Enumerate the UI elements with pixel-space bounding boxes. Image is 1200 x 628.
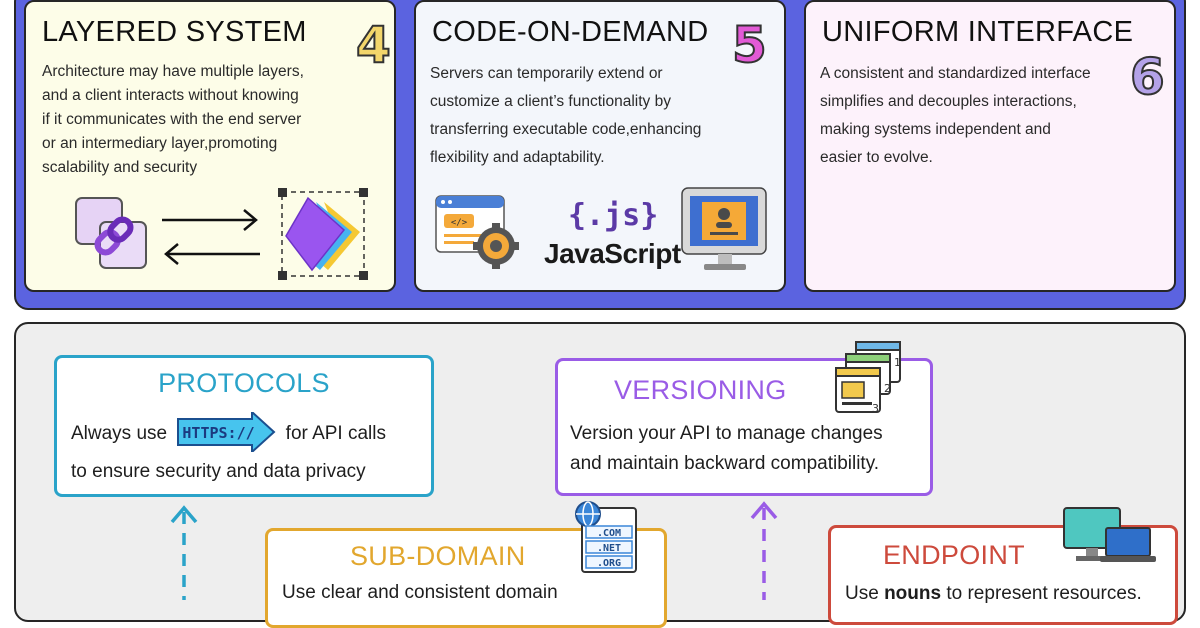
protocols-text: Always use HTTPS:// for API calls to ens… <box>71 412 386 489</box>
subdomain-title: SUB-DOMAIN <box>350 541 526 571</box>
tld-net: .NET <box>597 543 621 554</box>
chain-link-icon <box>75 197 147 269</box>
computer-devices-icon <box>1063 507 1156 562</box>
dashed-arrow-versioning <box>750 501 778 600</box>
card-title: UNIFORM INTERFACE <box>822 16 1134 48</box>
card-layered-system: LAYERED SYSTEM 4 Architecture may have m… <box>24 0 396 292</box>
protocols-title: PROTOCOLS <box>158 368 330 398</box>
card-uniform-interface: UNIFORM INTERFACE 6 A consistent and sta… <box>804 0 1176 292</box>
page-number-2: 2 <box>884 382 891 395</box>
protocols-box: PROTOCOLS Always use HTTPS:// for API ca… <box>54 355 434 497</box>
card-code-on-demand: CODE-ON-DEMAND 5 Servers can temporarily… <box>414 0 786 292</box>
https-arrow-icon: HTTPS:// <box>176 412 276 454</box>
card-description: Architecture may have multiple layers, a… <box>42 63 304 176</box>
numeral-5: 5 <box>731 15 768 75</box>
numeral-4: 4 <box>355 15 392 75</box>
dashed-arrow-protocols <box>170 505 198 600</box>
domain-tld-icon: .COM .NET .ORG <box>575 501 637 573</box>
card-description: Servers can temporarily extend or custom… <box>430 65 702 166</box>
numeral-6: 6 <box>1129 47 1166 107</box>
js-badge: {.js} <box>568 198 659 233</box>
stacked-pages-icon: 1 2 3 <box>835 341 901 415</box>
tld-org: .ORG <box>597 558 621 569</box>
layers-icon <box>278 188 368 280</box>
versioning-title: VERSIONING <box>614 375 787 405</box>
bidirectional-arrows-icon <box>162 209 260 265</box>
endpoint-title: ENDPOINT <box>883 540 1025 570</box>
svg-text:</>: </> <box>451 218 468 228</box>
page-number-1: 1 <box>894 356 901 369</box>
monitor-user-icon <box>681 187 767 270</box>
versioning-text: Version your API to manage changes and m… <box>570 423 883 474</box>
page-number-3: 3 <box>872 402 879 415</box>
subdomain-text: Use clear and consistent domain <box>282 582 558 603</box>
card-title: LAYERED SYSTEM <box>42 16 307 48</box>
card-title: CODE-ON-DEMAND <box>432 16 709 48</box>
javascript-label: JavaScript <box>544 238 681 269</box>
tld-com: .COM <box>597 528 621 539</box>
code-gear-icon: </> <box>435 195 519 269</box>
card-description: A consistent and standardized interface … <box>820 65 1091 166</box>
endpoint-text: Use nouns to represent resources. <box>845 583 1142 604</box>
